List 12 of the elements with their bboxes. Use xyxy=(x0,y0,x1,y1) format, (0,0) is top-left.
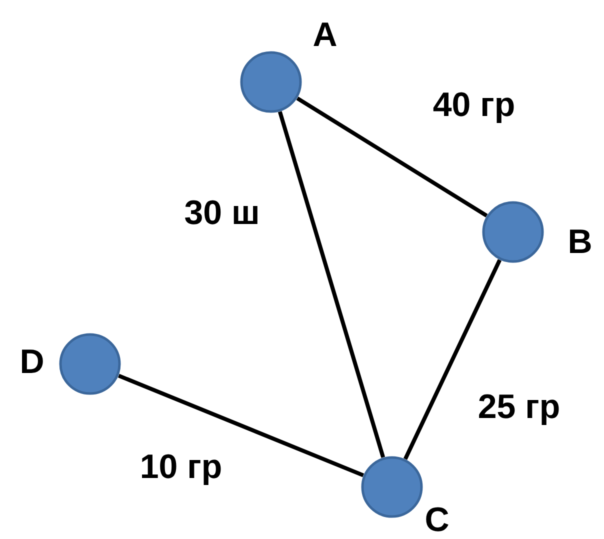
node-label: A xyxy=(312,18,338,52)
edge-label: 40 гр xyxy=(432,88,516,122)
edge-label: 25 гр xyxy=(478,390,560,424)
edge-label: 10 гр xyxy=(140,450,222,484)
node-label: D xyxy=(20,345,44,379)
connector-line xyxy=(296,96,488,218)
node-label: B xyxy=(568,225,592,259)
connector-line xyxy=(278,111,386,458)
node-label: C xyxy=(424,503,450,537)
edge-label: 30 ш xyxy=(184,196,260,230)
connector-line xyxy=(403,259,502,460)
connector-line xyxy=(118,374,364,478)
